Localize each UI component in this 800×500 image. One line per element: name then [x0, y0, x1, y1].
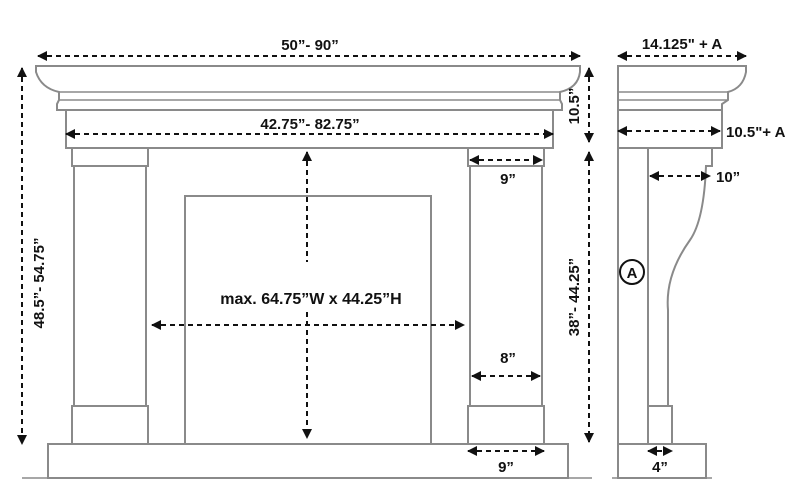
overall-height-label: 48.5”- 54.75”	[31, 238, 48, 329]
front-elevation: 50”- 90” 42.75”- 82.75” 48.5”- 54.75” 10…	[17, 37, 594, 479]
hearth	[47, 443, 569, 479]
corbel-profile	[647, 147, 713, 407]
shelf-height-label: 10.5”	[566, 88, 583, 125]
opening-max-label: max. 64.75”W x 44.25”H	[220, 291, 401, 308]
left-leg-shaft	[73, 165, 147, 407]
side-header	[617, 109, 723, 149]
mantel-shelf	[35, 65, 581, 111]
leg-top-width-label: 9”	[500, 171, 516, 188]
overall-width-label: 50”- 90”	[281, 37, 339, 54]
right-leg-capital	[467, 147, 545, 167]
right-leg-shaft	[469, 165, 543, 407]
marker-a-label: A	[627, 265, 638, 282]
header-depth-label: 10.5"+ A	[726, 124, 786, 141]
side-plinth	[647, 405, 673, 445]
shelf-depth-label: 14.125" + A	[642, 36, 723, 53]
opening-height-label: 38”- 44.25”	[566, 258, 583, 336]
side-shelf-profile	[617, 65, 747, 111]
leg-base-width-label: 9”	[498, 459, 514, 476]
left-leg-plinth	[71, 405, 149, 445]
right-leg-plinth	[467, 405, 545, 445]
left-leg-capital	[71, 147, 149, 167]
inner-width-label: 42.75”- 82.75”	[260, 116, 359, 133]
marker-a-circle	[619, 259, 645, 285]
side-elevation: A 14.125" + A 10.5"+ A 10” 4”	[612, 36, 786, 479]
base-depth-label: 4”	[652, 459, 668, 476]
leg-mid-width-label: 8”	[500, 350, 516, 367]
corbel-depth-label: 10”	[716, 169, 740, 186]
